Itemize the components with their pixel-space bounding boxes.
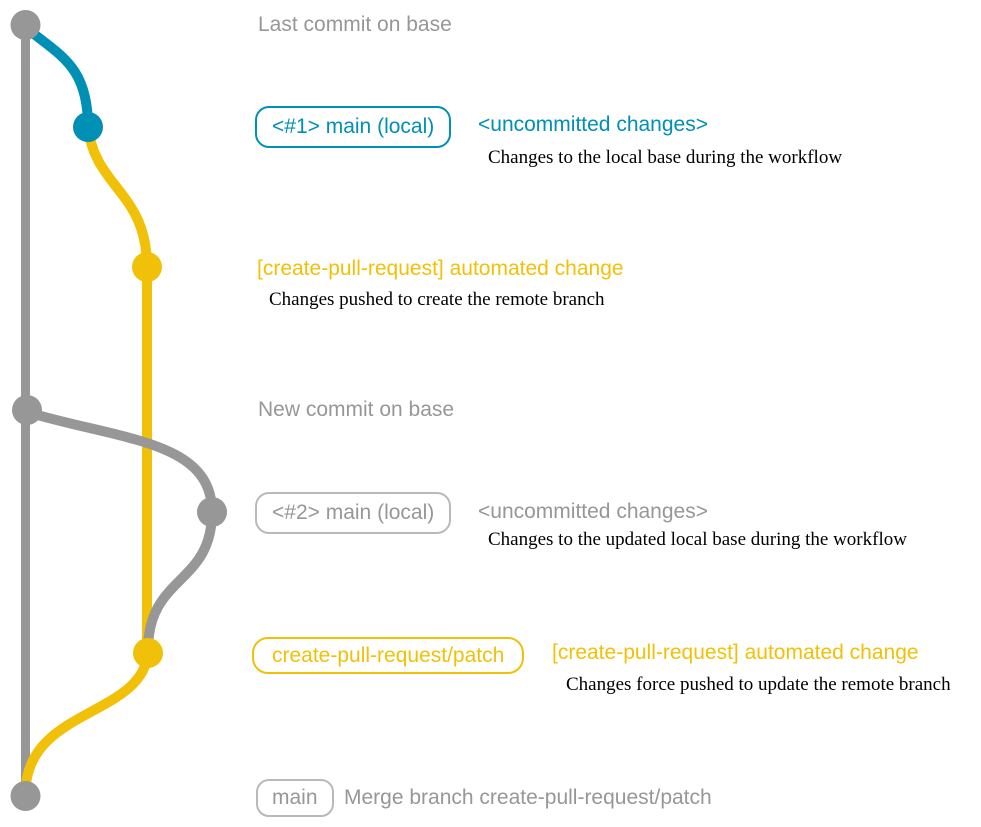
automated-change-label-2: [create-pull-request] automated change <box>552 641 919 664</box>
branch-badge-main-local-1: <#1> main (local) <box>255 106 452 148</box>
new-commit-label: New commit on base <box>258 398 455 421</box>
commit-node-uncommitted-2 <box>197 497 227 527</box>
uncommitted-changes-label-2: <uncommitted changes> <box>478 500 708 523</box>
branch-badge-patch: create-pull-request/patch <box>252 637 525 674</box>
commit-node-uncommitted-1 <box>73 112 103 142</box>
automated-change-label-1: [create-pull-request] automated change <box>257 257 624 280</box>
branch-badge-main: main <box>256 779 334 817</box>
patch-branch-curve-top <box>83 122 152 272</box>
last-commit-label: Last commit on base <box>258 13 452 36</box>
uncommitted-changes-label-1: <uncommitted changes> <box>478 113 708 136</box>
commit-node-automated-change-1 <box>132 252 162 282</box>
commit-node-last-base <box>10 10 41 40</box>
patch-merge-curve <box>20 648 153 797</box>
uncommitted-changes-note-2: Changes to the updated local base during… <box>488 529 907 550</box>
updated-local-branch-curve-in <box>143 507 217 655</box>
merge-branch-label: Merge branch create-pull-request/patch <box>344 786 712 809</box>
branch-badge-main-local-2: <#2> main (local) <box>255 492 452 534</box>
uncommitted-changes-note-1: Changes to the local base during the wor… <box>488 147 843 168</box>
commit-node-automated-change-2 <box>133 638 163 668</box>
commit-node-merge <box>10 781 41 811</box>
automated-change-note-2: Changes force pushed to update the remot… <box>566 674 951 695</box>
automated-change-note-1: Changes pushed to create the remote bran… <box>269 289 605 310</box>
commit-node-new-base <box>12 395 42 425</box>
local-changes-branch-curve <box>20 22 93 132</box>
updated-local-branch-curve-out <box>22 407 217 517</box>
